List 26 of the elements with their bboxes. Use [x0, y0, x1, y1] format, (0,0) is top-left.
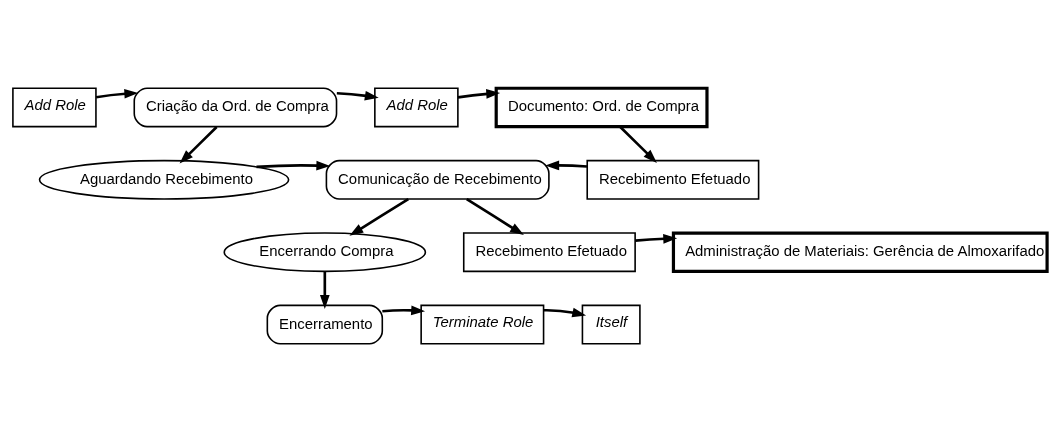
arrow [349, 197, 409, 236]
node-box: Add Role [374, 86, 459, 127]
arrow [619, 125, 657, 163]
arrow [466, 197, 524, 235]
arrow [256, 160, 331, 170]
node-box: Administração de Materiais: Gerência de Almoxarifado [671, 230, 1049, 273]
arrow [382, 304, 426, 315]
arrow [95, 88, 139, 99]
arrow [635, 233, 678, 244]
node-box: Criação da Ord. de Compra [133, 86, 338, 127]
node-box: Encerramento [266, 304, 384, 345]
node-box: Add Role [12, 86, 97, 127]
node-ellipse: Encerrando Compra [223, 231, 427, 272]
node-box: Comunicação de Recebimento [325, 159, 550, 200]
node-box: Documento: Ord. de Compra [494, 86, 709, 128]
node-box: Itself [581, 304, 641, 345]
node-box: Recebimento Efetuado [586, 159, 760, 200]
arrow [545, 160, 588, 170]
arrow [543, 307, 587, 317]
node-ellipse: Aguardando Recebimento [38, 159, 290, 200]
node-box: Terminate Role [420, 304, 545, 345]
node-box: Recebimento Efetuado [462, 231, 636, 272]
arrow [457, 88, 501, 99]
arrow [319, 271, 330, 309]
arrow [179, 125, 218, 163]
arrow [336, 90, 379, 100]
